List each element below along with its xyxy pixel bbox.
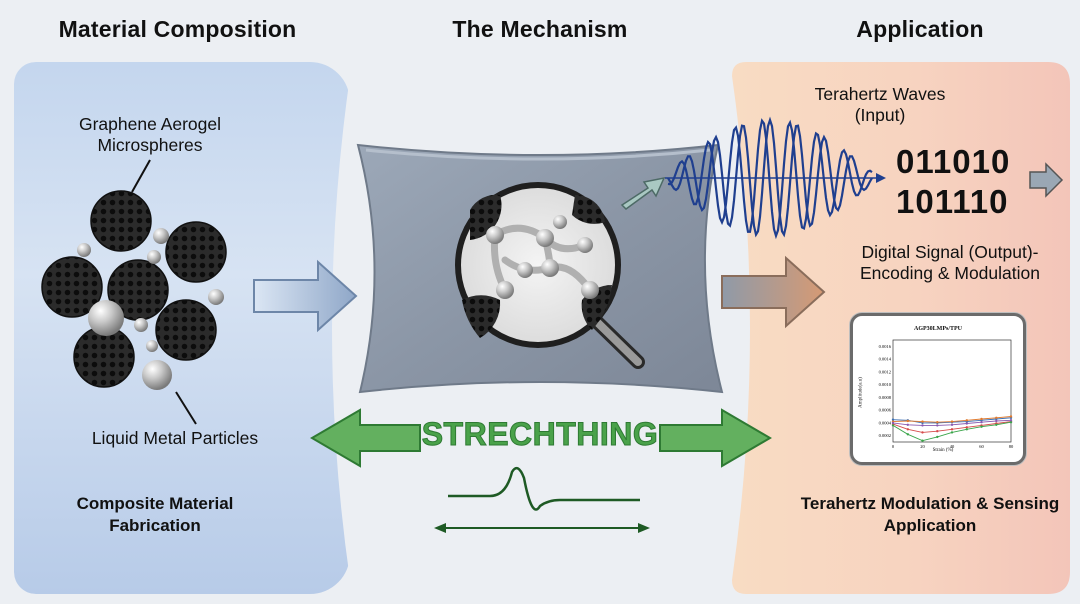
label-digital-signal: Digital Signal (Output)- Encoding & Modu… [860,242,1040,283]
series-point-4 [1009,419,1013,422]
heading-material-composition: Material Composition [58,16,297,42]
chart-title: AGP30LMPs/TPU [914,326,962,332]
x-tick-label: 40 [950,444,955,449]
series-point-2 [921,431,924,434]
binary-line-2: 101110 [896,183,1009,220]
series-point-3 [891,424,895,427]
series-point-3 [965,428,968,431]
series-point-2 [906,428,909,431]
heading-mechanism: The Mechanism [452,16,628,42]
series-point-1 [980,417,983,421]
arrow-to-terahertz [620,176,666,210]
arrow-mechanism-to-application [721,255,826,329]
label-terahertz-input: Terahertz Waves (Input) [814,84,946,125]
arrow-composition-to-mechanism [253,259,358,333]
label-liquid-metal: Liquid Metal Particles [91,428,259,448]
x-tick-label: 80 [1009,444,1014,449]
label-graphene-aerogel: Graphene Aerogel Microspheres [78,114,222,155]
label-terahertz-application: Terahertz Modulation & Sensing Applicati… [800,494,1060,535]
y-tick-label: 0.0010 [879,382,892,387]
chart-x-label: Strain (%) [932,448,954,453]
series-point-1 [936,421,939,424]
heading-application: Application [856,16,984,42]
series-point-1 [950,420,954,423]
y-tick-label: 0.0014 [879,357,892,362]
binary-output: 011010 101110 [896,142,1010,222]
y-tick-label: 0.0008 [879,395,892,400]
series-point-1 [1009,415,1013,418]
series-point-1 [921,420,924,423]
arrow-output [1029,162,1064,198]
series-point-4 [921,424,924,427]
series-point-3 [950,431,954,434]
magnifier-icon [455,182,645,369]
y-tick-label: 0.0004 [879,420,892,425]
series-point-4 [980,421,983,424]
series-point-4 [906,423,909,426]
amplitude-chart: AGP30LMPs/TPU Amplitude(a.u) Strain (%) … [850,313,1026,465]
series-point-3 [921,439,924,442]
x-tick-label: 20 [920,444,925,449]
terahertz-waves [665,116,886,240]
series-point-1 [965,419,968,422]
stretch-arrow-left [310,408,421,468]
x-tick-label: 0 [892,444,895,449]
stretch-arrow-right [659,408,772,468]
y-tick-label: 0.0012 [879,369,891,374]
chart-frame [892,339,1012,443]
y-tick-label: 0.0002 [879,433,891,438]
label-composite-fabrication: Composite Material Fabrication [76,494,234,535]
y-tick-label: 0.0006 [879,408,892,413]
y-tick-label: 0.0016 [879,344,892,349]
series-point-4 [995,419,998,423]
series-point-3 [1009,421,1013,424]
series-point-0 [891,418,895,421]
series-point-2 [936,430,939,433]
binary-line-1: 011010 [896,143,1011,180]
series-point-2 [965,426,968,429]
series-point-1 [995,416,998,419]
composite-particles [41,159,227,425]
chart-plot: 0.0002 0.0004 0.0006 0.0008 0.0010 0.0012 0.00… [879,339,1014,449]
series-point-4 [965,422,968,425]
stretching-label: STRECHTHING [421,416,659,453]
series-point-3 [980,425,983,428]
series-point-4 [936,424,939,427]
series-point-3 [995,423,998,426]
series-point-4 [950,423,954,426]
series-point-3 [906,433,909,436]
series-point-3 [936,435,939,439]
x-tick-label: 60 [979,444,984,449]
series-point-1 [906,419,909,423]
series-point-4 [891,421,895,425]
stretch-signal [448,466,640,511]
series-point-2 [950,428,954,431]
